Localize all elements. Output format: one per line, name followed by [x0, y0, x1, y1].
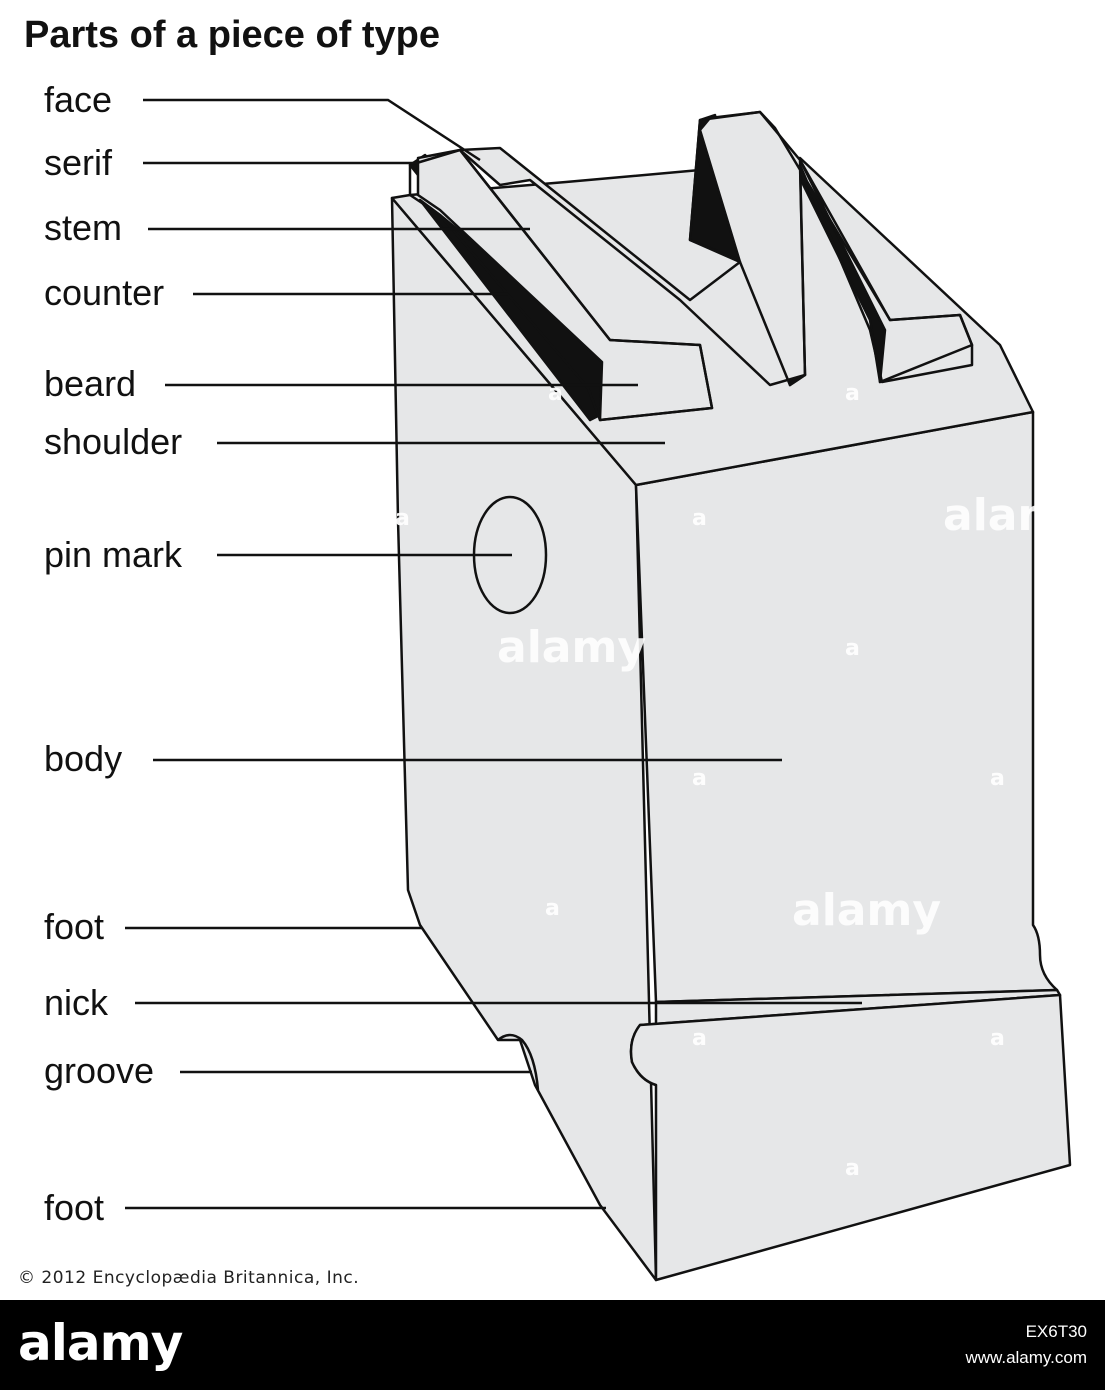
watermark-footer-bar: alamy EX6T30 www.alamy.com: [0, 1300, 1105, 1390]
label-nick: nick: [44, 982, 109, 1023]
footer-url: www.alamy.com: [965, 1348, 1087, 1367]
diagram-title: Parts of a piece of type: [24, 14, 441, 56]
alamy-watermark: a a a a a a a a a a a alamy alamy alamy: [395, 381, 1092, 1181]
label-beard: beard: [44, 363, 137, 404]
diagram-stage: Parts of a piece of type: [18, 14, 1092, 1288]
svg-text:a: a: [990, 1026, 1005, 1051]
label-stem: stem: [44, 207, 123, 248]
svg-text:a: a: [692, 506, 707, 531]
label-face: face: [44, 79, 113, 120]
svg-text:a: a: [692, 766, 707, 791]
svg-text:a: a: [692, 1026, 707, 1051]
label-foot-upper: foot: [44, 906, 105, 947]
right-face-lower: [629, 993, 1072, 1282]
type-piece-illustration: a a a a a a a a a a a alamy alamy alamy: [125, 98, 1092, 1282]
svg-text:a: a: [548, 381, 563, 406]
svg-text:a: a: [990, 766, 1005, 791]
svg-text:a: a: [845, 381, 860, 406]
image-code: EX6T30: [1025, 1322, 1087, 1341]
label-counter: counter: [44, 272, 165, 313]
svg-text:a: a: [545, 896, 560, 921]
m-outline: [408, 110, 974, 422]
leader-face: [143, 98, 481, 162]
label-body: body: [44, 738, 123, 779]
label-pin-mark: pin mark: [44, 534, 183, 575]
right-face-upper: [634, 410, 1059, 1004]
svg-text:alamy: alamy: [792, 885, 941, 936]
label-groove: groove: [44, 1050, 155, 1091]
svg-text:a: a: [395, 506, 410, 531]
svg-text:a: a: [845, 636, 860, 661]
copyright-notice: © 2012 Encyclopædia Britannica, Inc.: [18, 1268, 360, 1288]
label-foot-lower: foot: [44, 1187, 105, 1228]
svg-text:alamy: alamy: [943, 490, 1092, 541]
svg-text:a: a: [845, 1156, 860, 1181]
label-shoulder: shoulder: [44, 421, 183, 462]
groove-notch: [497, 1033, 540, 1091]
label-serif: serif: [44, 142, 113, 183]
svg-text:alamy: alamy: [497, 622, 646, 673]
alamy-logo: alamy: [18, 1314, 183, 1372]
